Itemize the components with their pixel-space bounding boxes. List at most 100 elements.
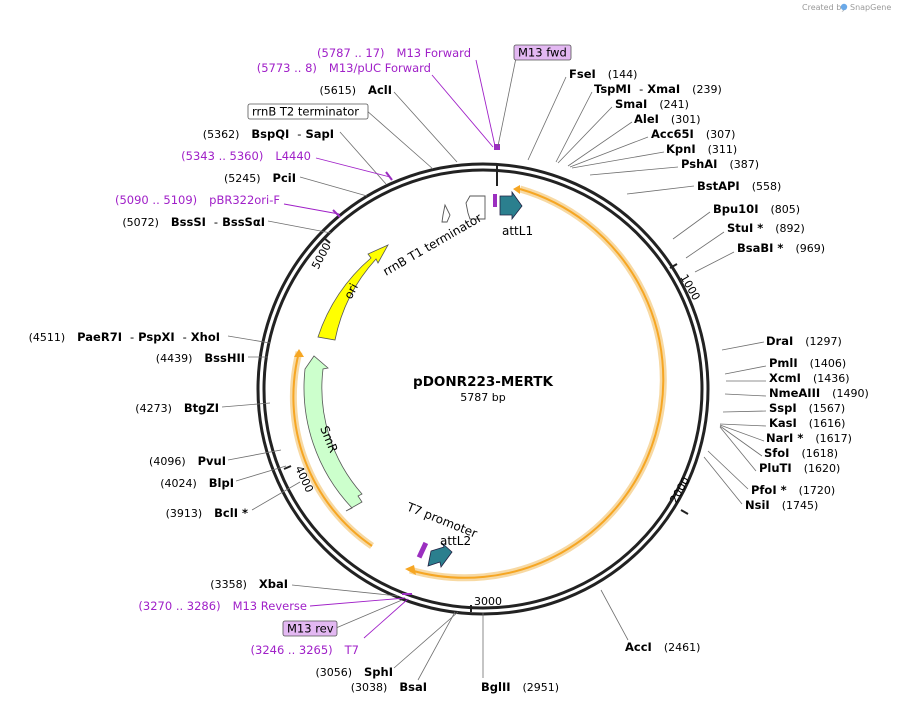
leader-pfoi <box>707 450 749 490</box>
enzyme-blpi[interactable]: (4024)BlpI <box>160 476 234 490</box>
enzyme-nsii[interactable]: NsiI(1745) <box>745 498 818 512</box>
credit-brand: SnapGene <box>850 3 891 12</box>
plasmid-name: pDONR223-MERTK <box>413 374 553 390</box>
leader-bsssi <box>267 220 332 234</box>
leader-pvui <box>227 449 282 461</box>
feature-ori[interactable] <box>317 244 389 341</box>
enzyme-stui[interactable]: StuI *(892) <box>727 221 805 235</box>
enzyme-bstapi[interactable]: BstAPI(558) <box>697 179 781 193</box>
primer-t7[interactable]: (3246 .. 3265)T7 <box>251 643 359 657</box>
enzyme-kasi[interactable]: KasI(1616) <box>769 416 845 430</box>
leader-bstapi <box>626 185 695 195</box>
enzyme-bsssi-bsssai[interactable]: (5072)BssSI-BssSαI <box>122 215 265 229</box>
enzyme-labels-left[interactable]: (3038)BsaI (3056)SphI (3358)XbaI (3913)B… <box>29 83 427 694</box>
rrnb-t2-box <box>247 103 369 120</box>
tick-label-2000: 2000 <box>667 475 692 506</box>
leader-acci <box>600 589 629 641</box>
enzyme-xbai[interactable]: (3358)XbaI <box>210 577 288 591</box>
leader-blpi <box>235 465 287 482</box>
enzyme-bcli[interactable]: (3913)BclI * <box>166 506 248 520</box>
badge-m13-rev[interactable]: M13 rev <box>282 620 338 637</box>
feature-attl2[interactable] <box>427 542 453 568</box>
site-l4440 <box>385 171 393 181</box>
leader-kasi <box>719 423 767 427</box>
orf-arc-left[interactable] <box>292 351 373 547</box>
feature-rrnb-t1-label: rrnB T1 terminator <box>381 211 485 279</box>
enzyme-bpu10i[interactable]: Bpu10I(805) <box>713 202 800 216</box>
feature-rrnb-t1[interactable] <box>465 195 486 220</box>
leader-acc65i <box>569 136 649 168</box>
leader-bspqi <box>339 131 387 185</box>
plasmid-size: 5787 bp <box>460 391 505 404</box>
enzyme-paer7i-pspxi-xhoi[interactable]: (4511)PaeR7I-PspXI-XhoI <box>29 330 220 344</box>
enzyme-tspmi-xmai[interactable]: TspMI-XmaI(239) <box>594 82 722 96</box>
enzyme-sspi[interactable]: SspI(1567) <box>769 401 845 415</box>
enzyme-acli[interactable]: (5615)AclI <box>319 83 392 97</box>
feature-box-rrnb-t2[interactable]: rrnB T2 terminator <box>247 103 369 120</box>
orf-arrowhead-left <box>294 349 304 357</box>
orf-arcs[interactable] <box>289 185 667 582</box>
primer-m13-forward[interactable]: (5787 .. 17)M13 Forward <box>317 46 471 60</box>
enzyme-xcmi[interactable]: XcmI(1436) <box>769 371 850 385</box>
feature-attl1[interactable] <box>499 190 523 221</box>
enzyme-nmeaiii[interactable]: NmeAIII(1490) <box>769 386 869 400</box>
enzyme-pshai[interactable]: PshAI(387) <box>681 157 759 171</box>
feature-attl2-label: attL2 <box>440 534 471 548</box>
enzyme-bsshii[interactable]: (4439)BssHII <box>156 351 245 365</box>
enzyme-sphi[interactable]: (3056)SphI <box>315 665 393 679</box>
enzyme-pluti[interactable]: PluTI(1620) <box>759 461 840 475</box>
enzyme-acci[interactable]: AccI(2461) <box>625 640 700 654</box>
enzyme-btgzi[interactable]: (4273)BtgZI <box>135 401 219 415</box>
enzyme-pfoi[interactable]: PfoI *(1720) <box>751 483 835 497</box>
enzyme-bspqi-sapi[interactable]: (5362)BspQI-SapI <box>203 127 334 141</box>
enzyme-sfoi[interactable]: SfoI(1618) <box>764 446 838 460</box>
leader-nmeaiii <box>724 393 767 397</box>
leader-tspmi <box>555 91 593 163</box>
primer-labels[interactable]: (5787 .. 17)M13 Forward (5773 .. 8)M13/p… <box>115 46 471 657</box>
badge-m13-rev-label: M13 rev <box>287 622 334 636</box>
enzyme-nari[interactable]: NarI *(1617) <box>766 431 852 445</box>
leader-l4440 <box>315 157 391 178</box>
feature-rrnb-t2[interactable] <box>441 203 451 223</box>
enzyme-acc65i[interactable]: Acc65I(307) <box>651 127 735 141</box>
enzyme-pcii[interactable]: (5245)PciI <box>224 171 296 185</box>
enzyme-bsai[interactable]: (3038)BsaI <box>351 680 427 694</box>
enzyme-bsabi[interactable]: BsaBI *(969) <box>737 241 825 255</box>
feature-smr[interactable] <box>303 355 363 512</box>
enzyme-alei[interactable]: AleI(301) <box>634 112 701 126</box>
leader-rrnb-t2 <box>365 109 434 170</box>
orf-arc-right[interactable] <box>409 188 665 579</box>
primer-leaders <box>283 57 517 639</box>
leader-xhoi <box>227 335 271 344</box>
leader-m13-reverse <box>309 597 406 607</box>
tick-label-3000: 3000 <box>474 595 502 608</box>
enzyme-kpni[interactable]: KpnI(311) <box>666 142 737 156</box>
primer-m13-puc-forward[interactable]: (5773 .. 8)M13/pUC Forward <box>257 61 431 75</box>
feature-attl2-site <box>416 541 429 559</box>
leader-bsabi <box>694 251 735 273</box>
leader-acli <box>393 91 458 163</box>
enzyme-fsei[interactable]: FseI(144) <box>569 67 637 81</box>
leader-sspi <box>722 410 767 413</box>
leader-sphi <box>393 611 459 669</box>
backbone-inner <box>262 168 704 610</box>
enzyme-pmli[interactable]: PmlI(1406) <box>769 356 846 370</box>
primer-l4440[interactable]: (5343 .. 5360)L4440 <box>181 149 311 163</box>
tick-2000 <box>680 509 689 515</box>
enzyme-drai[interactable]: DraI(1297) <box>766 334 842 348</box>
enzyme-bglii[interactable]: BglII(2951) <box>481 680 559 694</box>
enzyme-pvui[interactable]: (4096)PvuI <box>149 454 226 468</box>
feature-attl1-site <box>493 194 497 207</box>
leader-m13-forward <box>475 59 496 147</box>
enzyme-smai[interactable]: SmaI(241) <box>615 97 689 111</box>
primer-pbr322ori-f[interactable]: (5090 .. 5109)pBR322ori-F <box>115 193 280 207</box>
leader-pshai <box>589 166 679 176</box>
leader-alei <box>567 121 633 167</box>
primer-m13-reverse[interactable]: (3270 .. 3286)M13 Reverse <box>138 599 307 613</box>
badge-m13-fwd[interactable]: M13 fwd <box>513 44 572 61</box>
orf-arrowhead-top <box>513 185 520 194</box>
enzyme-labels-right[interactable]: FseI(144) TspMI-XmaI(239) SmaI(241) AleI… <box>481 67 869 694</box>
orf-arrowhead-bottom <box>405 565 416 575</box>
